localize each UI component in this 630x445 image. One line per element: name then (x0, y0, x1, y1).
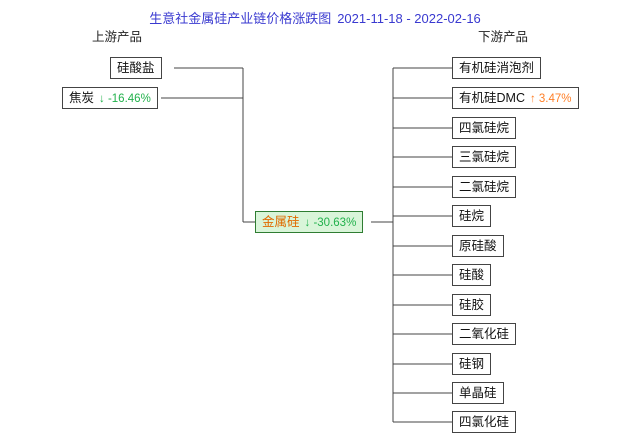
upstream-node-0[interactable]: 硅酸盐 (110, 57, 162, 79)
downstream-node-8-label: 硅胶 (459, 298, 485, 312)
page-title: 生意社金属硅产业链价格涨跌图 2021-11-18 - 2022-02-16 (0, 8, 630, 27)
upstream-node-1-change: ↓ -16.46% (99, 93, 151, 105)
upstream-node-1[interactable]: 焦炭 ↓ -16.46% (62, 87, 158, 109)
center-node-label: 金属硅 (262, 215, 300, 229)
downstream-node-7-label: 硅酸 (459, 268, 485, 282)
title-dates: 2021-11-18 - 2022-02-16 (337, 11, 481, 26)
downstream-node-0[interactable]: 有机硅消泡剂 (452, 57, 542, 79)
title-text: 生意社金属硅产业链价格涨跌图 (149, 11, 332, 26)
downstream-node-9[interactable]: 二氧化硅 (452, 323, 517, 345)
downstream-node-8[interactable]: 硅胶 (452, 294, 492, 316)
upstream-node-0-label: 硅酸盐 (117, 61, 155, 75)
downstream-node-3[interactable]: 三氯硅烷 (452, 146, 517, 168)
downstream-node-2[interactable]: 四氯硅烷 (452, 117, 517, 139)
downstream-node-11-label: 单晶硅 (459, 386, 497, 400)
center-node-change: ↓ -30.63% (304, 217, 357, 229)
center-node-metal-silicon[interactable]: 金属硅 ↓ -30.63% (255, 211, 364, 233)
downstream-node-6[interactable]: 原硅酸 (452, 235, 504, 257)
downstream-node-2-label: 四氯硅烷 (459, 121, 510, 135)
downstream-node-0-label: 有机硅消泡剂 (459, 61, 535, 75)
downstream-node-5-label: 硅烷 (459, 209, 485, 223)
downstream-node-1-change: ↑ 3.47% (529, 93, 572, 105)
downstream-node-9-label: 二氧化硅 (459, 327, 510, 341)
downstream-node-1-label: 有机硅DMC (459, 91, 525, 105)
downstream-node-10[interactable]: 硅钢 (452, 353, 492, 375)
downstream-node-10-label: 硅钢 (459, 357, 485, 371)
downstream-node-4-label: 二氯硅烷 (459, 180, 510, 194)
downstream-node-4[interactable]: 二氯硅烷 (452, 176, 517, 198)
column-header-downstream: 下游产品 (478, 30, 529, 44)
downstream-node-11[interactable]: 单晶硅 (452, 382, 504, 404)
downstream-node-5[interactable]: 硅烷 (452, 205, 492, 227)
downstream-node-7[interactable]: 硅酸 (452, 264, 492, 286)
upstream-node-1-label: 焦炭 (69, 91, 95, 105)
column-header-upstream: 上游产品 (92, 30, 143, 44)
downstream-node-6-label: 原硅酸 (459, 239, 497, 253)
downstream-node-1[interactable]: 有机硅DMC ↑ 3.47% (452, 87, 579, 109)
downstream-node-3-label: 三氯硅烷 (459, 150, 510, 164)
downstream-node-12[interactable]: 四氯化硅 (452, 411, 517, 433)
downstream-node-12-label: 四氯化硅 (459, 415, 510, 429)
